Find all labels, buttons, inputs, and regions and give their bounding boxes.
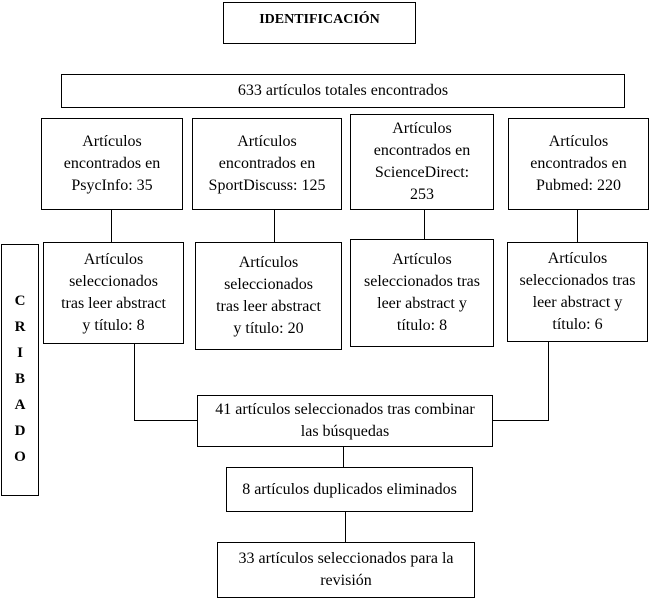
cribado-letter: O <box>14 449 26 465</box>
selected-box-pubmed: Artículos seleccionados tras leer abstra… <box>507 242 648 342</box>
connector-line <box>548 341 550 421</box>
cribado-letter: D <box>14 423 26 439</box>
connector-line <box>345 511 347 543</box>
source-box-sciencedirect: Artículos encontrados en ScienceDirect: … <box>350 114 494 210</box>
selected-box-sciencedirect: Artículos seleccionados tras leer abstra… <box>350 239 494 347</box>
identificacion-box: IDENTIFICACIÓN <box>223 2 416 44</box>
cribado-side-label: C R I B A D O <box>1 244 39 496</box>
source-box-sportdiscuss: Artículos encontrados en SportDiscuss: 1… <box>192 118 342 210</box>
connector-line <box>274 209 276 243</box>
total-articles-box: 633 artículos totales encontrados <box>61 74 625 108</box>
combined-box: 41 artículos seleccionados tras combinar… <box>197 395 493 447</box>
source-box-pubmed: Artículos encontrados en Pubmed: 220 <box>508 118 649 210</box>
connector-line <box>492 420 549 422</box>
connector-line <box>134 343 136 420</box>
cribado-letter: C <box>14 293 26 309</box>
cribado-letter: R <box>14 319 26 335</box>
connector-line <box>134 420 198 422</box>
source-box-psycinfo: Artículos encontrados en PsycInfo: 35 <box>41 118 183 210</box>
selected-box-sportdiscuss: Artículos seleccionados tras leer abstra… <box>195 242 342 350</box>
connector-line <box>424 209 426 243</box>
cribado-letter: A <box>14 397 26 413</box>
final-box: 33 artículos seleccionados para la revis… <box>217 542 475 598</box>
selected-box-psycinfo: Artículos seleccionados tras leer abstra… <box>43 242 184 344</box>
connector-line <box>111 209 113 243</box>
cribado-letter: B <box>14 371 25 387</box>
cribado-letter: I <box>17 345 23 361</box>
connector-line <box>577 209 579 243</box>
connector-line <box>343 446 345 468</box>
duplicates-box: 8 artículos duplicados eliminados <box>226 467 473 512</box>
